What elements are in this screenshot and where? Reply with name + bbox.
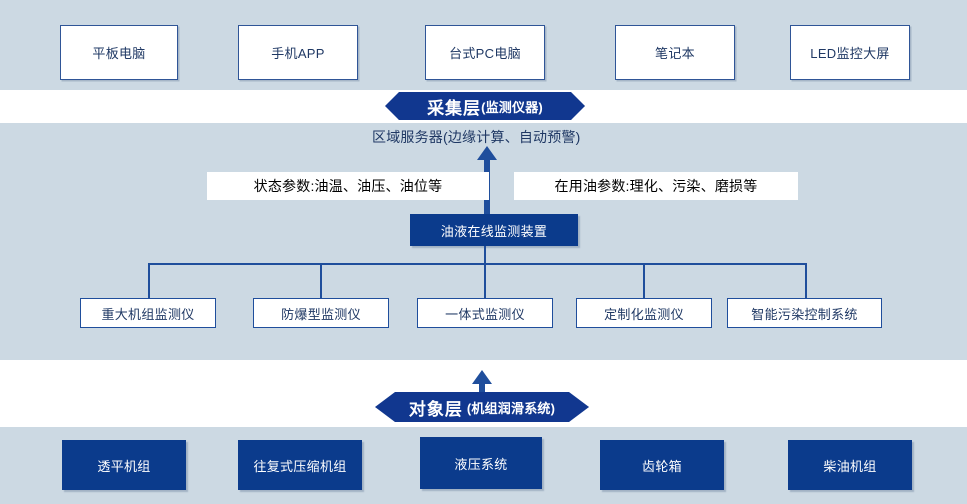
equipment-box-label: 透平机组 (97, 458, 151, 474)
equipment-box-diesel-unit[interactable]: 柴油机组 (788, 440, 912, 490)
tree-drop-3 (484, 263, 486, 299)
display-box-label: 平板电脑 (92, 46, 146, 61)
monitor-box-customized[interactable]: 定制化监测仪 (576, 298, 712, 328)
monitor-box-label: 重大机组监测仪 (101, 306, 195, 322)
tree-drop-1 (148, 263, 150, 299)
display-box-desktop-pc[interactable]: 台式PC电脑 (425, 25, 545, 80)
equipment-box-label: 齿轮箱 (642, 458, 682, 474)
monitor-box-integrated[interactable]: 一体式监测仪 (417, 298, 553, 328)
display-box-label: 台式PC电脑 (449, 46, 521, 61)
equipment-box-gearbox[interactable]: 齿轮箱 (600, 440, 724, 490)
collect-banner-title: 采集层 (427, 98, 482, 118)
tree-drop-2 (320, 263, 322, 299)
display-box-label: 笔记本 (655, 46, 695, 61)
monitor-box-label: 定制化监测仪 (604, 306, 684, 322)
collect-layer-banner: 采集层 (监测仪器) (385, 92, 585, 120)
device-box-label: 油液在线监测装置 (440, 223, 548, 239)
equipment-box-turbine[interactable]: 透平机组 (62, 440, 186, 490)
display-box-mobile-app[interactable]: 手机APP (238, 25, 358, 80)
display-box-laptop[interactable]: 笔记本 (615, 25, 735, 80)
object-banner-subtitle: (机组润滑系统) (466, 400, 556, 416)
collect-banner-subtitle: (监测仪器) (481, 99, 543, 115)
monitor-box-major-unit[interactable]: 重大机组监测仪 (80, 298, 216, 328)
monitor-box-explosion-proof[interactable]: 防爆型监测仪 (253, 298, 389, 328)
equipment-box-label: 柴油机组 (823, 458, 877, 474)
equipment-box-reciprocating-compressor[interactable]: 往复式压缩机组 (238, 440, 362, 490)
monitor-box-label: 防爆型监测仪 (281, 306, 361, 322)
tree-stem (484, 246, 486, 264)
display-box-label: LED监控大屏 (810, 46, 890, 61)
tree-drop-5 (805, 263, 807, 299)
arrow-up-collect-icon (477, 146, 497, 160)
object-layer-banner: 对象层 (机组润滑系统) (375, 392, 589, 422)
monitor-box-label: 智能污染控制系统 (751, 306, 858, 322)
arrow-shaft-object (479, 383, 485, 399)
arrow-up-object-icon (472, 370, 492, 384)
tree-drop-4 (643, 263, 645, 299)
equipment-box-label: 液压系统 (454, 456, 508, 472)
monitor-box-smart-contamination-control[interactable]: 智能污染控制系统 (727, 298, 882, 328)
display-box-led-screen[interactable]: LED监控大屏 (790, 25, 910, 80)
equipment-box-hydraulic-system[interactable]: 液压系统 (420, 437, 542, 489)
monitor-box-label: 一体式监测仪 (445, 306, 525, 322)
display-box-tablet[interactable]: 平板电脑 (60, 25, 178, 80)
param-chip-oil: 在用油参数:理化、污染、磨损等 (514, 172, 798, 200)
equipment-box-label: 往复式压缩机组 (253, 458, 347, 474)
tree-bus (148, 263, 806, 265)
oil-online-monitoring-device-box[interactable]: 油液在线监测装置 (410, 214, 578, 246)
param-chip-oil-label: 在用油参数:理化、污染、磨损等 (554, 178, 758, 194)
display-box-label: 手机APP (271, 46, 325, 61)
param-chip-status: 状态参数:油温、油压、油位等 (207, 172, 489, 200)
param-chip-status-label: 状态参数:油温、油压、油位等 (253, 178, 443, 194)
object-banner-title: 对象层 (408, 399, 463, 419)
region-server-label: 区域服务器(边缘计算、自动预警) (372, 129, 581, 145)
